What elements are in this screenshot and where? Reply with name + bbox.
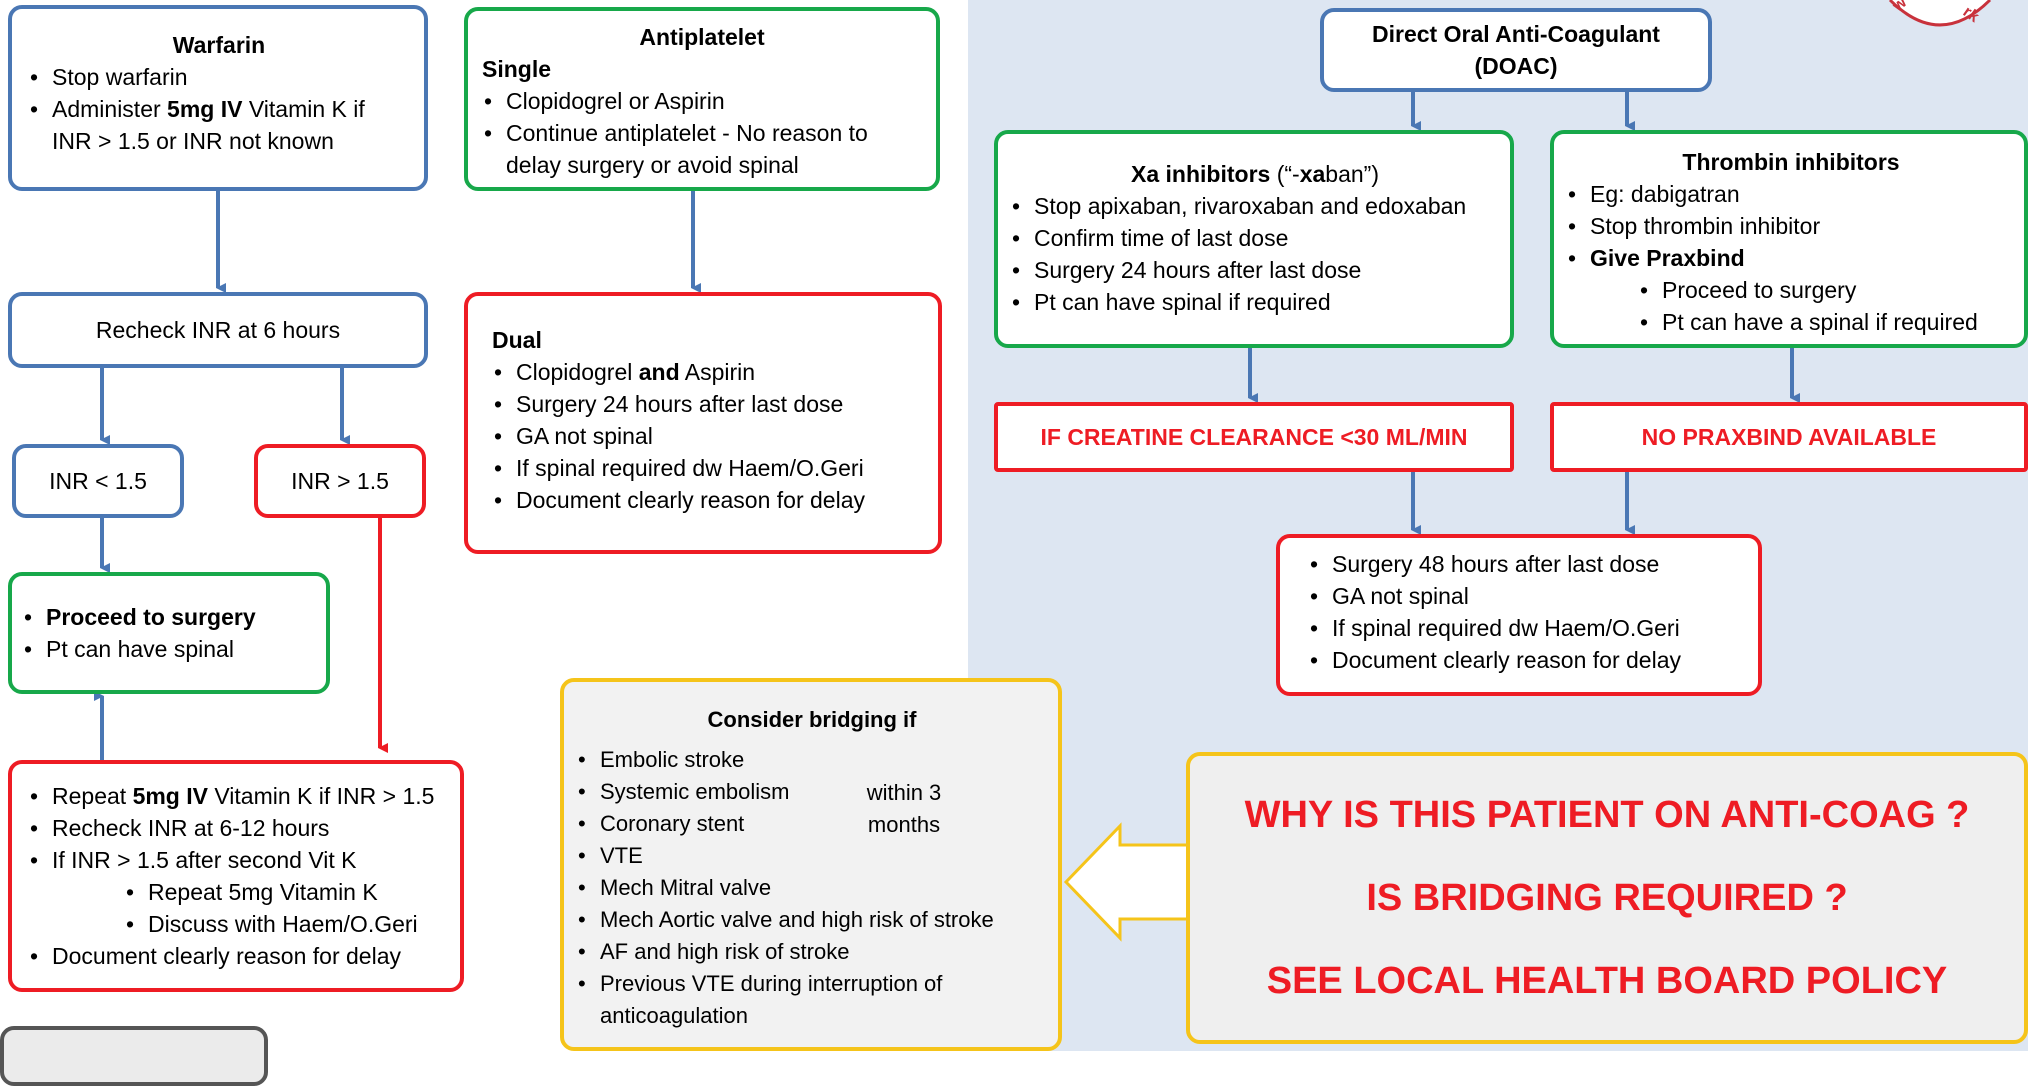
bridging-item-af: AF and high risk of stroke [576,936,1048,968]
inr-high-text: INR > 1.5 [291,468,389,494]
repeat-item-document: Document clearly reason for delay [28,940,450,972]
antiplatelet-item-continue: Continue antiplatelet - No reason to del… [482,117,922,181]
proceed-surgery-box: Proceed to surgery Pt can have spinal [8,572,330,694]
creatine-clearance-text: IF CREATINE CLEARANCE <30 ML/MIN [1040,424,1468,450]
repeat-sub-discuss: Discuss with Haem/O.Geri [28,908,450,940]
dual-item-surgery: Surgery 24 hours after last dose [492,388,924,420]
xa-item-stop: Stop apixaban, rivaroxaban and edoxaban [1010,190,1500,222]
inr-low-box: INR < 1.5 [12,444,184,518]
recheck-inr-text: Recheck INR at 6 hours [95,317,341,343]
thrombin-item-eg: Eg: dabigatran [1566,178,2016,210]
bridging-item-vte: VTE [576,840,1048,872]
warfarin-title: Warfarin [172,32,266,58]
no-praxbind-text: NO PRAXBIND AVAILABLE [1641,424,1937,450]
repeat-sub-repeat: Repeat 5mg Vitamin K [28,876,450,908]
xa-item-surgery: Surgery 24 hours after last dose [1010,254,1500,286]
bottom-left-box [0,1026,268,1086]
thrombin-inhibitors-box: Thrombin inhibitors Eg: dabigatran Stop … [1550,130,2028,348]
thrombin-item-praxbind: Give Praxbind [1566,242,2016,274]
doac-box: Direct Oral Anti-Coagulant (DOAC) [1320,8,1712,92]
thrombin-item-stop: Stop thrombin inhibitor [1566,210,2016,242]
why-line-3: SEE LOCAL HEALTH BOARD POLICY [1266,959,1948,1002]
repeat-item-vitamin-k: Repeat 5mg IV Vitamin K if INR > 1.5 [28,780,450,812]
inr-high-box: INR > 1.5 [254,444,426,518]
antiplatelet-item-clopidogrel: Clopidogrel or Aspirin [482,85,922,117]
surgery48-item-ga: GA not spinal [1308,580,1748,612]
warfarin-box: Warfarin Stop warfarin Administer 5mg IV… [8,5,428,191]
surgery-48-box: Surgery 48 hours after last dose GA not … [1276,534,1762,696]
dual-item-ga: GA not spinal [492,420,924,452]
proceed-item-spinal: Pt can have spinal [22,633,314,665]
why-line-2: IS BRIDGING REQUIRED ? [1366,876,1848,919]
bridging-item-previous-vte: Previous VTE during interruption of anti… [576,968,1048,1032]
dual-item-clopidogrel: Clopidogrel and Aspirin [492,356,924,388]
surgery48-item-document: Document clearly reason for delay [1308,644,1748,676]
repeat-item-second-vitk: If INR > 1.5 after second Vit K [28,844,450,876]
repeat-vitamin-k-box: Repeat 5mg IV Vitamin K if INR > 1.5 Rec… [8,760,464,992]
xa-inhibitors-box: Xa inhibitors (“-xaban”) Stop apixaban, … [994,130,1514,348]
bridging-item-mitral: Mech Mitral valve [576,872,1048,904]
bridging-item-coronary-stent: Coronary stent [576,808,1048,840]
dual-item-document: Document clearly reason for delay [492,484,924,516]
why-anticoag-box: WHY IS THIS PATIENT ON ANTI-COAG ? IS BR… [1186,752,2028,1044]
why-line-1: WHY IS THIS PATIENT ON ANTI-COAG ? [1244,794,1970,837]
thrombin-sub-spinal: Pt can have a spinal if required [1566,306,2016,338]
flow-connectors [94,90,1800,942]
bridging-item-systemic-embolism: Systemic embolism [576,776,1048,808]
bridging-title: Consider bridging if [707,707,917,732]
bridging-box: Consider bridging if Embolic stroke Syst… [560,678,1062,1051]
dual-antiplatelet-box: Dual Clopidogrel and Aspirin Surgery 24 … [464,292,942,554]
creatine-clearance-box: IF CREATINE CLEARANCE <30 ML/MIN [994,402,1514,472]
antiplatelet-box: Antiplatelet Single Clopidogrel or Aspir… [464,7,940,191]
recheck-inr-box: Recheck INR at 6 hours [8,292,428,368]
inr-low-text: INR < 1.5 [49,468,147,494]
xa-item-confirm: Confirm time of last dose [1010,222,1500,254]
antiplatelet-title: Antiplatelet [639,24,765,50]
xa-item-spinal: Pt can have spinal if required [1010,286,1500,318]
thrombin-title: Thrombin inhibitors [1682,149,1900,175]
dual-item-spinal: If spinal required dw Haem/O.Geri [492,452,924,484]
doac-title-line2: (DOAC) [1474,53,1558,79]
warfarin-item-administer: Administer 5mg IV Vitamin K if INR > 1.5… [28,93,410,157]
bridging-bracket-label: within 3 months [866,780,942,837]
no-praxbind-box: NO PRAXBIND AVAILABLE [1550,402,2028,472]
proceed-item-surgery: Proceed to surgery [22,601,314,633]
bridging-item-aortic: Mech Aortic valve and high risk of strok… [576,904,1048,936]
surgery48-item-surgery: Surgery 48 hours after last dose [1308,548,1748,580]
repeat-item-recheck: Recheck INR at 6-12 hours [28,812,450,844]
surgery48-item-spinal: If spinal required dw Haem/O.Geri [1308,612,1748,644]
logo-seal-icon: rk w [1889,0,1992,27]
hollow-left-arrow-icon [1063,822,1190,942]
antiplatelet-subtitle: Single [482,56,552,82]
bridging-item-embolic-stroke: Embolic stroke [576,744,1048,776]
dual-title: Dual [492,327,542,353]
thrombin-sub-proceed: Proceed to surgery [1566,274,2016,306]
doac-title-line1: Direct Oral Anti-Coagulant [1372,21,1660,47]
xa-title: Xa inhibitors (“-xaban”) [1131,161,1379,187]
warfarin-item-stop: Stop warfarin [28,61,410,93]
